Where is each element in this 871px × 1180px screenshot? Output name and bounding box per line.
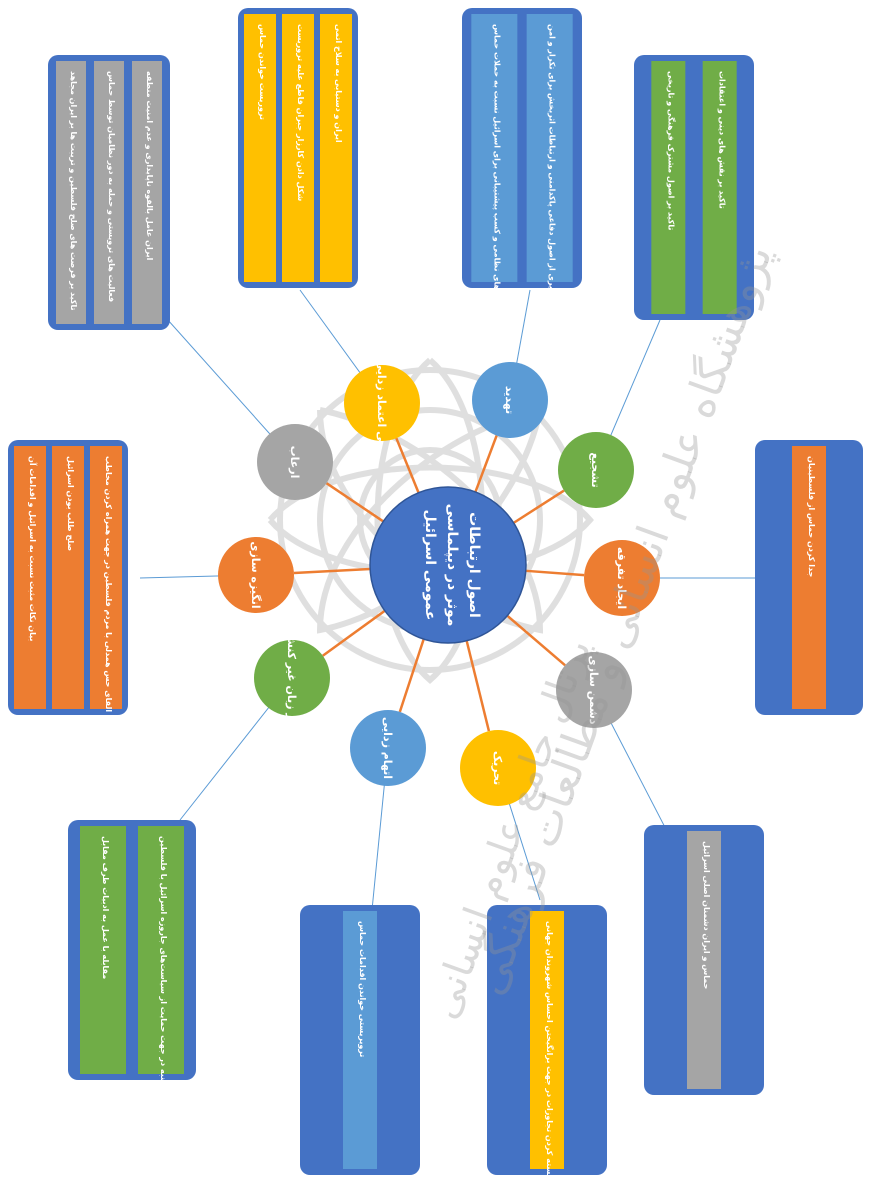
box-orange-left-text: القای حس همدلی با مردم فلسطین در جهت همر… — [103, 456, 113, 712]
hub-label-encouragement: تشجیع — [589, 452, 602, 487]
box-green-top-strip — [702, 61, 737, 314]
box-green-bottom-strip — [80, 826, 126, 1074]
box-blue-top-text: تهیه گیری از اصول دفاعی پاکدامنی و ارتبا… — [547, 24, 558, 313]
box-yellow-top-strip — [282, 14, 314, 282]
box-gray-top-text: ایران عامل بالقوه ناپایداری و عدم امنیت … — [145, 71, 154, 261]
spoke-nonlanguage — [322, 609, 386, 657]
box-gray-top-strip — [132, 61, 162, 324]
spoke-enemy — [506, 614, 566, 667]
center-label: اصول ارتباطات — [466, 512, 482, 618]
box-green-bottom-strip — [138, 826, 184, 1074]
center-label: عمومی اسرائیل — [422, 510, 438, 621]
hub-demonization — [350, 710, 426, 786]
spoke-fearmongering — [325, 482, 384, 523]
center-circle — [369, 486, 527, 644]
hub-label-nonlanguage: از زبان غیر کنش — [285, 633, 298, 724]
box-green-top-strip — [651, 61, 686, 314]
watermark-rosette — [267, 357, 594, 684]
hub-enemy — [556, 652, 632, 728]
box-orange-left-strip — [52, 446, 84, 709]
hub-label-incitement: تحریک — [491, 751, 504, 785]
spoke-encouragement — [512, 489, 565, 524]
box-green-bottom-text: اقناعی توجیه از زمین جنبه در جهت حمایت ا… — [159, 836, 168, 1175]
hub-nonlanguage — [254, 640, 330, 716]
box-yellow-bottom-strip — [530, 911, 564, 1169]
box-green-top-text: تاکید بر نقش های دینی و اعتقادات — [717, 71, 727, 209]
box-gray-bottom-text: حماس و ایران دشمنان اصلی اسرائیل — [701, 841, 711, 990]
box-blue-top-text: پیشبرد استانداردهای نظامی و کسب پیشتیبان… — [491, 24, 501, 356]
hub-label-division: ایجاد تفرقه — [615, 547, 628, 609]
box-orange-right: جدا کردن حماس از فلسطینیان — [755, 440, 863, 715]
hub-encouragement — [558, 432, 634, 508]
hub-label-fearmongering: ارعاب — [288, 446, 301, 479]
box-gray-top-text: فعالیت های ترویستی و حمله به دور نظامیان… — [106, 71, 116, 302]
box-lightblue-bottom-strip — [343, 911, 377, 1169]
box-gray-bottom-strip — [687, 831, 721, 1089]
box-blue-top: پیشبرد استانداردهای نظامی و کسب پیشتیبان… — [462, 8, 582, 356]
box-orange-right-strip — [792, 446, 826, 709]
spoke-threat — [474, 435, 498, 493]
box-gray-bottom: حماس و ایران دشمنان اصلی اسرائیل — [644, 825, 764, 1095]
box-green-top: تاکید بر اصول مشترک فرهنگی و تاریخی تاکید… — [634, 55, 754, 320]
spoke-motivation — [293, 567, 371, 575]
box-gray-top-strip — [94, 61, 124, 324]
box-gray-top: تاکید بر فرصت های صلح فلسطین و تریبت ها … — [48, 55, 170, 330]
hub-label-threat: تهدید — [503, 386, 516, 414]
hub-distrust — [344, 365, 420, 441]
box-orange-left: بیان نکات مثبت نسبت به اسرائیل و اقدامات… — [8, 440, 128, 715]
hub-threat — [472, 362, 548, 438]
box-green-top-text: تاکید بر اصول مشترک فرهنگی و تاریخی — [666, 71, 676, 230]
hub-motivation — [218, 537, 294, 613]
hub-label-motivation: انگیزه سازی — [249, 541, 262, 608]
center-label: موثر در دیپلماسی — [444, 504, 460, 627]
box-orange-right-text: جدا کردن حماس از فلسطینیان — [806, 456, 816, 578]
box-orange-left-text: بیان نکات مثبت نسبت به اسرائیل و اقدامات… — [28, 456, 38, 641]
spoke-incitement — [465, 640, 491, 732]
box-yellow-top-strip — [320, 14, 352, 282]
box-yellow-top-text: ایران و دستیابی به سلاح اتمی — [334, 24, 343, 143]
box-yellow-top-strip — [244, 14, 276, 282]
box-green-bottom-text: مقابله با عمل به ادبیات طرف مقابل — [101, 836, 110, 979]
box-blue-top-strip — [471, 14, 518, 282]
spoke-division — [525, 569, 585, 577]
hub-division — [584, 540, 660, 616]
box-yellow-top: تروریست خواندن حماس شکل دادن کارزار جبران… — [238, 8, 358, 288]
hub-incitement — [460, 730, 536, 806]
box-green-bottom: مقابله با عمل به ادبیات طرف مقابل اقناعی … — [68, 820, 196, 1175]
box-orange-left-strip — [90, 446, 122, 709]
box-yellow-top-text: شکل دادن کارزار جبران قاطع علیه تروریست — [296, 24, 305, 201]
box-gray-top-strip — [56, 61, 86, 324]
content-boxes: تاکید بر فرصت های صلح فلسطین و تریبت ها … — [8, 8, 863, 1180]
hub-label-distrust: بی اعتماد زدایی — [375, 360, 388, 447]
hub-fearmongering — [257, 424, 333, 500]
spoke-distrust — [395, 437, 420, 494]
hub-label-demonization: اتهام زدایی — [381, 717, 394, 779]
box-orange-left-strip — [14, 446, 46, 709]
box-yellow-top-text: تروریست خواندن حماس — [257, 24, 267, 120]
box-gray-top-text: تاکید بر فرصت های صلح فلسطین و تریبت ها … — [69, 71, 78, 311]
box-lightblue-bottom: ترویریستی خواندن اقدامات حماس — [300, 905, 420, 1175]
spoke-demonization — [398, 638, 425, 713]
hub-label-enemy: دشمن سازی — [587, 656, 600, 725]
box-lightblue-bottom-text: ترویریستی خواندن اقدامات حماس — [357, 921, 367, 1057]
box-orange-left-text: صلح طلب بودن اسرائیل — [66, 456, 75, 551]
box-yellow-bottom: برجسته کردن تجاوزات در جهت برانگیختن احس… — [487, 905, 607, 1180]
box-yellow-bottom-text: برجسته کردن تجاوزات در جهت برانگیختن احس… — [544, 921, 555, 1180]
box-blue-top-strip — [526, 14, 573, 282]
hub-circles: اصول ارتباطات موثر در دیپلماسی عمومی اسرائ… — [218, 360, 660, 806]
